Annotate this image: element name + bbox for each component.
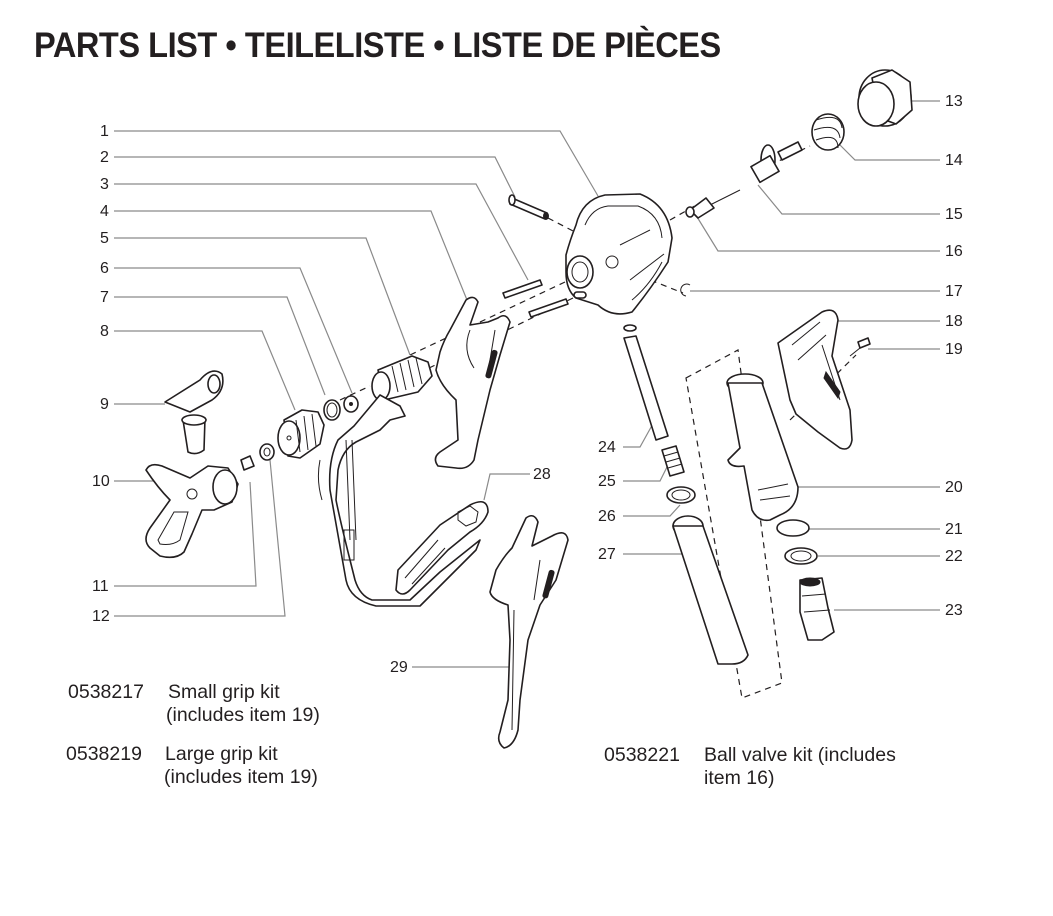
- leader-2: [114, 156, 516, 198]
- leader-lines: [114, 100, 940, 668]
- part-3-pins: [502, 279, 569, 318]
- callout-15: 15: [945, 206, 963, 223]
- callout-25: 25: [598, 473, 616, 490]
- part-7-o-ring: [323, 399, 341, 421]
- part-12-seat: [259, 443, 275, 461]
- part-handle-frame: [317, 394, 481, 607]
- kit-description: Ball valve kit (includes: [704, 744, 896, 766]
- part-28-wrench: [395, 500, 489, 595]
- leader-24: [623, 419, 656, 448]
- kit-part-number: 0538221: [604, 744, 680, 766]
- part-26-o-ring: [666, 486, 696, 504]
- callout-8: 8: [100, 323, 109, 340]
- leader-5: [114, 237, 411, 356]
- part-21-gasket: [776, 519, 810, 537]
- leader-12: [114, 459, 286, 617]
- leader-7: [114, 296, 326, 396]
- leader-25: [623, 464, 669, 482]
- leader-4: [114, 210, 468, 301]
- part-1-gun-body: [565, 193, 673, 315]
- callout-22: 22: [945, 548, 963, 565]
- leader-8: [114, 330, 296, 411]
- callout-10: 10: [92, 473, 110, 490]
- callout-19: 19: [945, 341, 963, 358]
- part-2-pin: [508, 194, 549, 220]
- kit-part-number: 0538219: [66, 743, 142, 765]
- callout-18: 18: [945, 313, 963, 330]
- part-29-large-trigger: [489, 514, 569, 749]
- callout-28: 28: [533, 466, 551, 483]
- callout-5: 5: [100, 230, 109, 247]
- leader-28: [483, 473, 530, 501]
- callout-11: 11: [92, 578, 109, 595]
- part-27-filter-housing: [672, 515, 749, 665]
- part-20-handle: [726, 373, 799, 522]
- part-9-spray-tip: [164, 370, 224, 455]
- part-17-clip: [680, 283, 691, 297]
- part-22-washer: [784, 547, 818, 565]
- part-19-screw: [849, 337, 871, 357]
- leader-16: [693, 211, 940, 252]
- callout-14: 14: [945, 152, 963, 169]
- callout-20: 20: [945, 479, 963, 496]
- callout-24: 24: [598, 439, 616, 456]
- part-5-adapter: [371, 355, 433, 401]
- callout-12: 12: [92, 608, 110, 625]
- callout-1: 1: [100, 123, 109, 140]
- leader-6: [114, 267, 353, 394]
- kit-part-number: 0538217: [68, 681, 144, 703]
- callout-9: 9: [100, 396, 109, 413]
- leader-26: [623, 504, 681, 517]
- part-24-filter-tube: [623, 324, 669, 441]
- part-16-ball-valve: [685, 197, 715, 219]
- kit-description: Large grip kit: [165, 743, 278, 765]
- callout-16: 16: [945, 243, 963, 260]
- page-title: PARTS LIST • TEILELISTE • LISTE DE PIÈCE…: [34, 26, 721, 65]
- kit-description-line2: (includes item 19): [164, 766, 318, 788]
- part-10-tip-guard: [145, 463, 239, 559]
- leader-15: [757, 184, 940, 215]
- callout-23: 23: [945, 602, 963, 619]
- part-23-swivel: [799, 577, 835, 641]
- part-18-grip-shell: [777, 309, 853, 450]
- part-25-spring: [661, 445, 685, 477]
- part-13-nut: [857, 69, 913, 127]
- part-8-fitting: [277, 409, 325, 459]
- callout-4: 4: [100, 203, 109, 220]
- callout-6: 6: [100, 260, 109, 277]
- callout-13: 13: [945, 93, 963, 110]
- leader-3: [114, 183, 529, 281]
- kit-description: Small grip kit: [168, 681, 280, 703]
- callout-17: 17: [945, 283, 963, 300]
- callout-21: 21: [945, 521, 963, 538]
- callout-labels: 1 2 3 4 5 6 7 8 9 10 11 12 13 14 15 16 1…: [92, 93, 963, 676]
- callout-3: 3: [100, 176, 109, 193]
- callout-2: 2: [100, 149, 109, 166]
- callout-26: 26: [598, 508, 616, 525]
- part-14-spring: [811, 113, 845, 151]
- callout-7: 7: [100, 289, 109, 306]
- callout-29: 29: [390, 659, 408, 676]
- leader-14: [834, 139, 940, 161]
- part-6-gasket: [343, 395, 359, 413]
- part-15-valve-stem: [699, 141, 803, 211]
- callout-27: 27: [598, 546, 616, 563]
- leader-1: [114, 130, 599, 197]
- kit-description-line2: item 16): [704, 767, 775, 789]
- leader-11: [114, 481, 257, 587]
- kit-description-line2: (includes item 19): [166, 704, 320, 726]
- part-11-seal: [240, 455, 255, 471]
- part-4-trigger: [434, 296, 511, 470]
